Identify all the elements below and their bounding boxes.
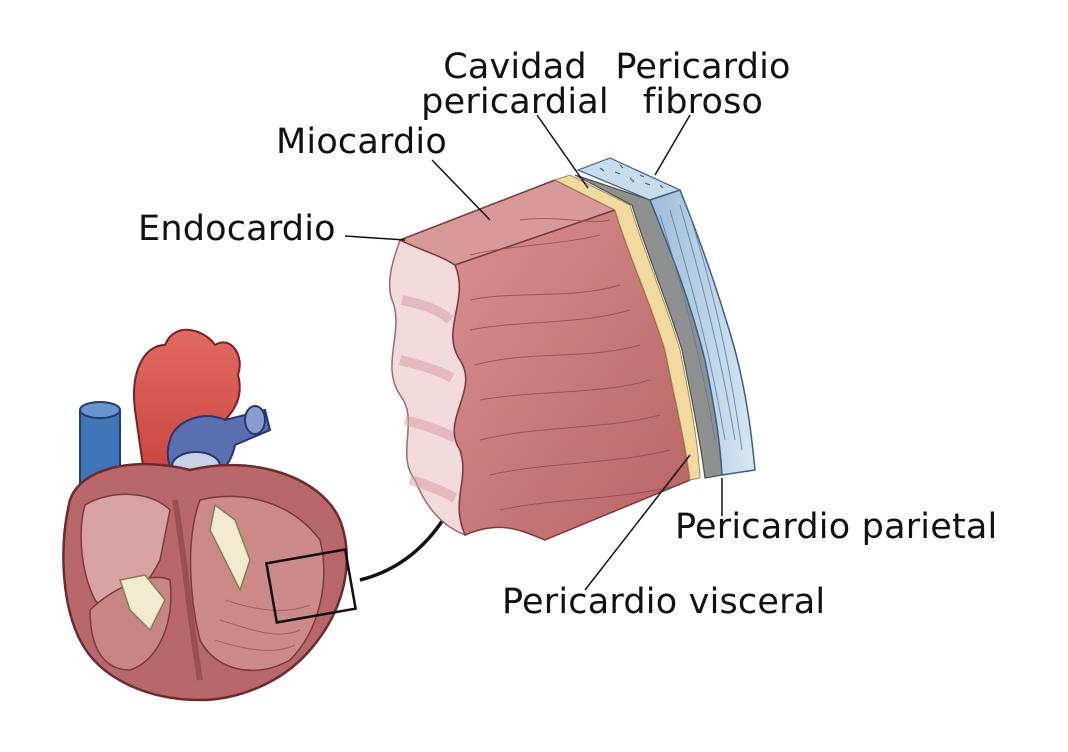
magnifier-box — [264, 548, 358, 624]
leader-fibroso — [654, 114, 691, 176]
septum — [172, 499, 203, 681]
aorta — [133, 328, 241, 481]
leader-lines — [344, 114, 723, 591]
label-cavidad-pericardial: Cavidad pericardial — [412, 50, 618, 120]
left-ventricle-chamber — [189, 495, 325, 672]
leader-miocardio — [431, 159, 491, 221]
label-endocardio: Endocardio — [138, 209, 336, 249]
visceral-pericardium-layer — [553, 174, 701, 481]
heart-wall-block — [388, 157, 756, 541]
leader-endocardio — [344, 235, 406, 241]
label-pericardio-fibroso: Pericardio fibroso — [608, 50, 798, 120]
label-pericardio-parietal: Pericardio parietal — [675, 507, 998, 547]
label-cavidad-line2: pericardial — [421, 82, 609, 122]
tricuspid-valve — [119, 574, 166, 632]
label-fibroso-line2: fibroso — [642, 82, 764, 122]
leader-visceral — [584, 454, 691, 591]
leader-cavidad — [536, 114, 589, 189]
label-cavidad-line1: Cavidad — [443, 47, 587, 87]
label-miocardio: Miocardio — [276, 122, 447, 162]
label-pericardio-visceral: Pericardio visceral — [502, 582, 826, 622]
heart-illustration — [62, 328, 348, 702]
label-fibroso-line1: Pericardio — [615, 47, 791, 87]
mitral-valve — [209, 503, 251, 592]
